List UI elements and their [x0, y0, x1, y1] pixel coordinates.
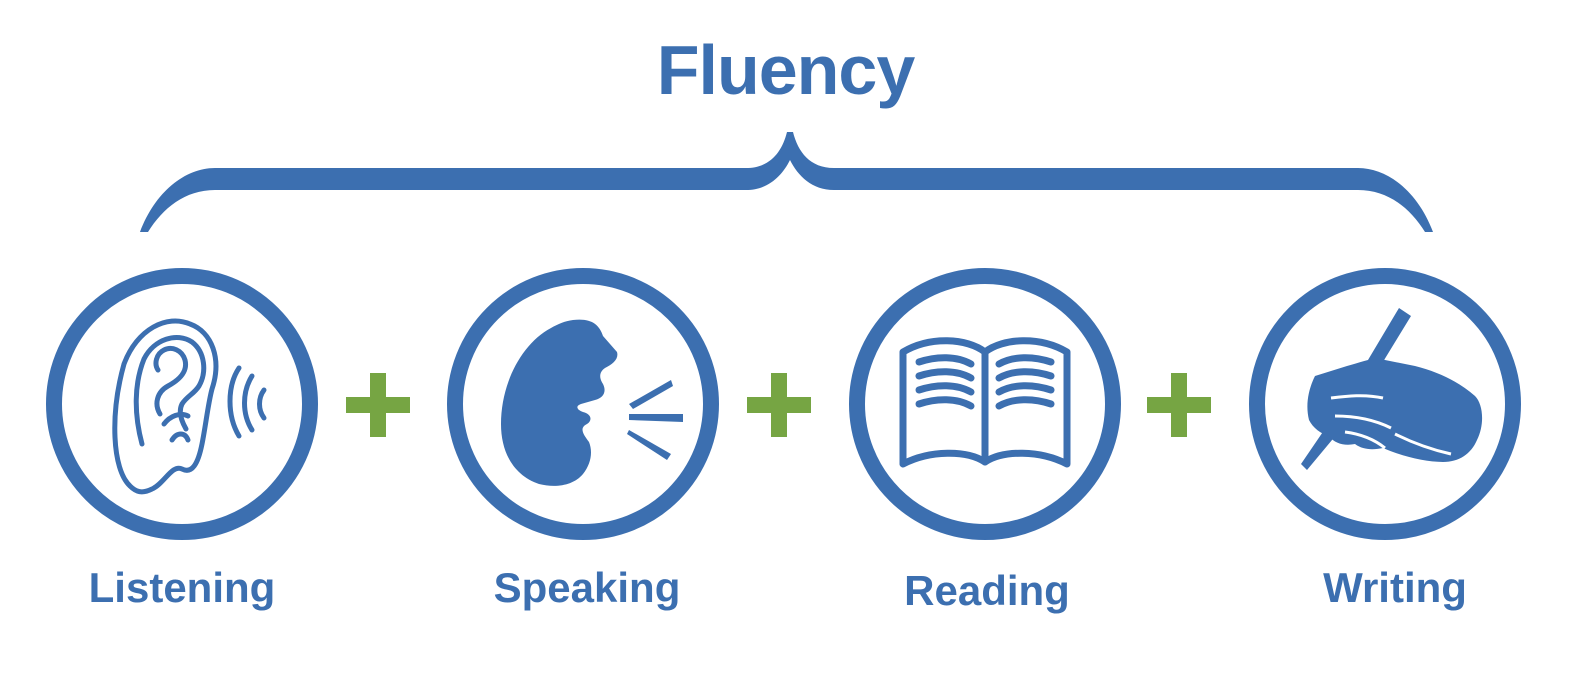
skill-label-reading: Reading	[904, 567, 1070, 614]
plus-icon	[346, 373, 410, 437]
open-book-icon	[899, 337, 1071, 468]
writing-hand-icon	[1301, 308, 1483, 470]
speaking-circle	[443, 264, 723, 544]
ear-icon	[112, 318, 267, 495]
plus-icon	[1147, 373, 1211, 437]
plus-icon	[747, 373, 811, 437]
skill-label-speaking: Speaking	[493, 564, 681, 611]
skill-label-listening: Listening	[88, 564, 276, 611]
reading-circle	[845, 264, 1125, 544]
diagram-title: Fluency	[656, 31, 916, 109]
listening-circle	[42, 264, 322, 544]
writing-circle	[1245, 264, 1525, 544]
speaking-head-icon	[501, 319, 683, 486]
skill-label-writing: Writing	[1323, 564, 1467, 611]
curly-brace	[140, 132, 1433, 232]
